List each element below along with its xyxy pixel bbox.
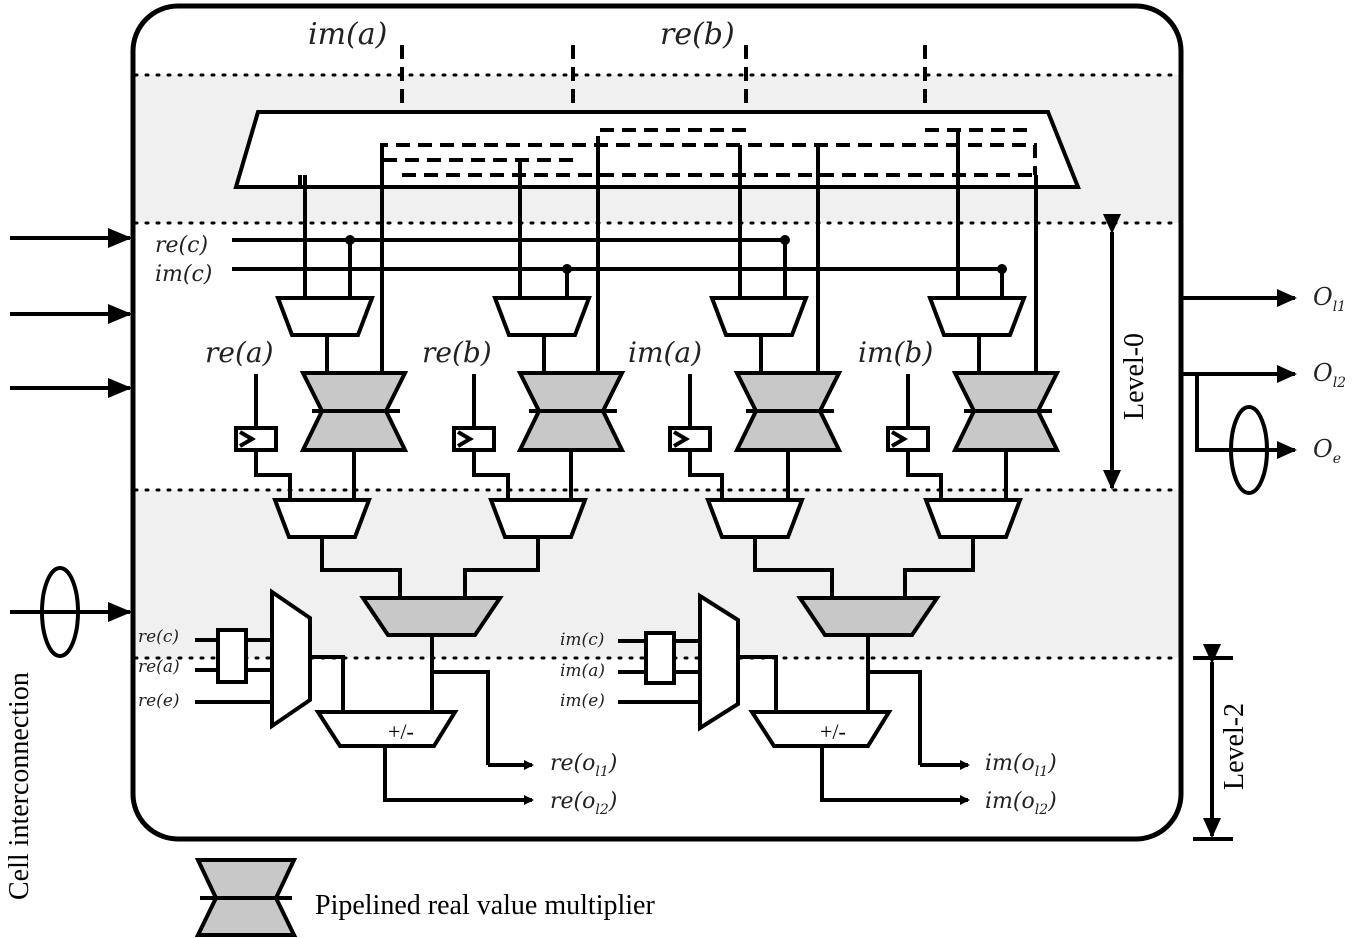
cell-box: [130, 3, 1184, 842]
svg-text:im(e): im(e): [560, 691, 605, 711]
outputs-right-wiring: [820, 746, 970, 805]
register-right-bottom: [644, 631, 676, 685]
mux-right-bottom: [698, 592, 740, 732]
addsub-right-label: +/-: [820, 719, 846, 744]
legend-label: Pipelined real value multiplier: [315, 890, 655, 921]
label-mult-im-b: im(b): [858, 336, 933, 369]
adder-left: [359, 596, 504, 637]
level0-label: Level-0: [1119, 333, 1150, 420]
addsub-right: [748, 710, 893, 748]
output-oe: Oe: [1313, 435, 1341, 467]
cell-interconnection-label: Cell interconnection: [4, 672, 35, 900]
addsub-left-label: +/-: [388, 719, 414, 744]
bottom-left-inputs: re(c) re(a) re(e): [138, 627, 180, 711]
multiplier-1: [299, 371, 409, 452]
output-im-ol2: im(ol2): [985, 789, 1057, 818]
svg-text:im(c): im(c): [560, 630, 604, 650]
bottom-left-wiring: [195, 635, 490, 765]
label-im-c: im(c): [155, 262, 212, 287]
label-re-c: re(c): [155, 233, 208, 258]
bus-ellipse-right: [1229, 405, 1269, 495]
output-re-ol2: re(ol2): [550, 789, 617, 818]
row-bus-lines: [232, 238, 1004, 298]
label-im-a-top: im(a): [308, 17, 387, 52]
registers: [234, 374, 930, 452]
bus-ellipse-left: [40, 566, 80, 658]
mux-row-top: [275, 296, 1027, 337]
svg-text:re(c): re(c): [138, 627, 179, 647]
adder-right: [796, 596, 941, 637]
label-mult-re-b: re(b): [422, 336, 492, 369]
output-ol1: Ol1: [1313, 283, 1346, 315]
svg-text:im(a): im(a): [560, 661, 605, 681]
output-im-ol1: im(ol1): [985, 751, 1057, 780]
adder-tree-wiring: [320, 537, 975, 598]
multiplier-2: [516, 371, 626, 452]
legend-multiplier-icon: [194, 858, 298, 937]
left-input-arrows: [10, 228, 132, 622]
svg-text:re(a): re(a): [138, 657, 180, 677]
outputs-left-wiring: [383, 746, 534, 805]
label-mult-im-a: im(a): [628, 336, 702, 369]
junction-dots: [345, 235, 1007, 274]
register-left-bottom: [216, 628, 248, 684]
addsub-left: [314, 710, 459, 748]
mux-row-middle: [272, 498, 1023, 539]
right-output-arrows: [1182, 289, 1297, 459]
multiplier-4: [951, 371, 1061, 452]
label-re-b-top: re(b): [660, 17, 735, 52]
bottom-right-inputs: im(c) im(a) im(e): [560, 630, 605, 711]
level2-label: Level-2: [1219, 703, 1250, 790]
level1-wiring: [254, 450, 1008, 500]
crossbar: [233, 110, 1081, 189]
output-ol2: Ol2: [1313, 359, 1346, 391]
multiplier-3: [733, 371, 843, 452]
output-re-ol1: re(ol1): [550, 751, 617, 780]
mux-left-bottom: [270, 588, 312, 730]
svg-text:re(e): re(e): [138, 691, 180, 711]
mux-to-mult-lines: [325, 335, 981, 373]
label-mult-re-a: re(a): [205, 336, 274, 369]
